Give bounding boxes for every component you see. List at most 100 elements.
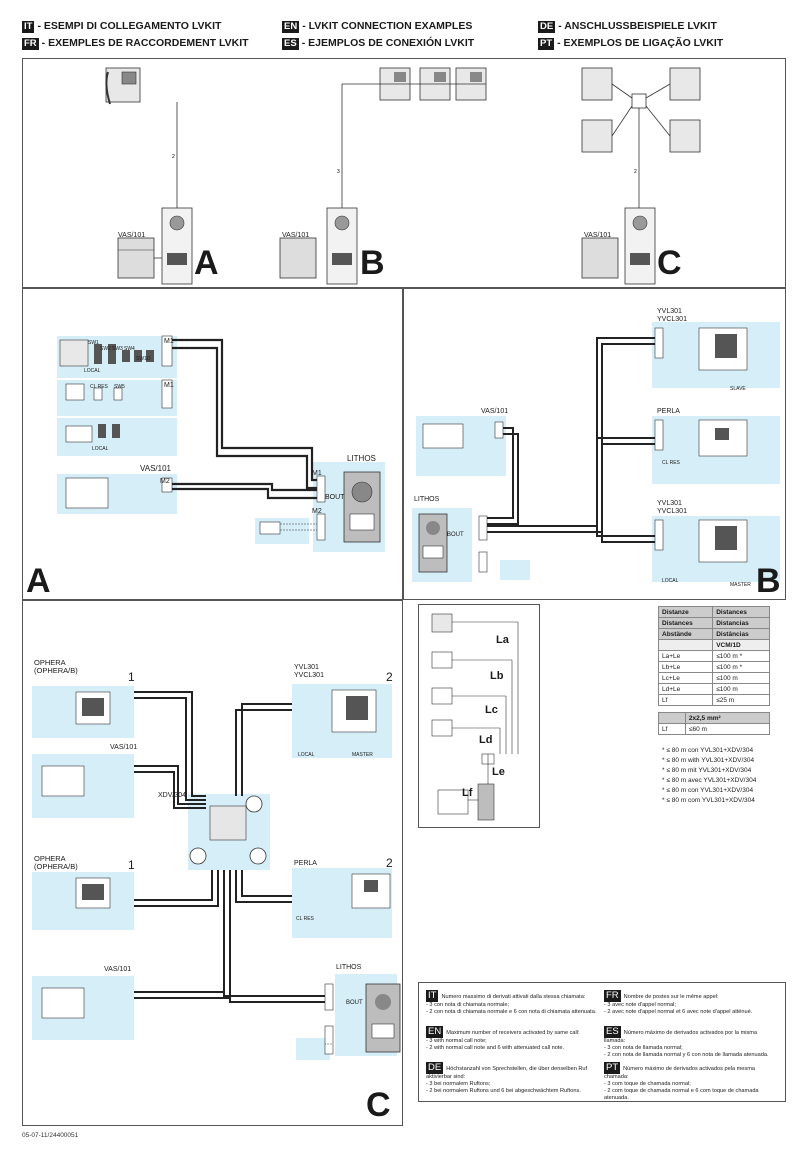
- note-line: - 2 con nota di chiamata normale e 6 con…: [426, 1009, 597, 1015]
- note-line: - 3 com toque de chamada normal;: [604, 1081, 691, 1087]
- table-head: Distancias: [712, 617, 770, 629]
- table-row: La+Le≤100 m *: [657, 650, 770, 662]
- note-line: - 2 con nota de llamada normal y 6 con n…: [604, 1052, 769, 1058]
- note-line: - 2 bei normalem Ruftons und 6 bei abges…: [426, 1088, 581, 1094]
- table-cell: ≤100 m *: [712, 650, 770, 662]
- power-supply-icon: [117, 237, 155, 279]
- top-panel: [22, 58, 786, 288]
- header-title: - EXEMPLOS DE LIGAÇÃO LVKIT: [557, 37, 724, 49]
- header-title: - EJEMPLOS DE CONEXIÓN LVKIT: [301, 37, 475, 49]
- cable-table: 2x2,5 mm² Lf≤60 m: [658, 712, 771, 735]
- table-cell: La+Le: [657, 650, 714, 662]
- yvl-label: YVL301: [657, 308, 682, 315]
- top-diagram: 2 3 2: [105, 67, 701, 285]
- note-line: - 3 with normal call note;: [426, 1038, 487, 1044]
- yvl-label: YVL301: [294, 664, 319, 671]
- cl-res-label: CL RES: [662, 460, 680, 466]
- distance-label: Lb: [490, 670, 504, 682]
- table-cell: ≤60 m: [684, 723, 771, 735]
- table-cell: ≤100 m *: [712, 661, 770, 673]
- bout-label: BOUT: [447, 532, 464, 538]
- distance-label: Ld: [479, 734, 493, 746]
- local-label: LOCAL: [662, 578, 679, 584]
- lock-block: [500, 560, 530, 580]
- footnote: * ≤ 80 m con YVL301+XDV/304: [662, 787, 754, 794]
- note-line: Número máximo de derivados activados por…: [604, 1030, 758, 1044]
- note-line: Número máximo de derivados activados pel…: [604, 1066, 755, 1080]
- panel-b-wiring: [418, 327, 748, 573]
- bout-label: BOUT: [325, 494, 345, 501]
- distance-diagram: [418, 604, 540, 828]
- footnotes: * ≤ 80 m con YVL301+XDV/304 * ≤ 80 m wit…: [662, 746, 756, 806]
- diagram-letter-a: A: [194, 244, 219, 282]
- footnote: * ≤ 80 m con YVL301+XDV/304: [662, 747, 754, 754]
- ophera-label: OPHERA: [34, 658, 66, 667]
- handset-icon: [105, 67, 141, 105]
- note-line: Maximum number of receivers activated by…: [446, 1030, 580, 1036]
- svg-text:3: 3: [337, 169, 340, 175]
- lithos-label: LITHOS: [336, 964, 362, 971]
- vas-label: VAS/101: [104, 966, 132, 973]
- local-label: LOCAL: [298, 752, 315, 758]
- table-cell: Lb+Le: [657, 661, 714, 673]
- vas-label: VAS/101: [282, 232, 310, 239]
- lang-code: DE: [426, 1062, 444, 1074]
- vas-label: VAS/101: [118, 232, 146, 239]
- table-row: Lf≤60 m: [658, 723, 771, 735]
- bout-label: BOUT: [346, 1000, 363, 1006]
- note-line: - 2 com toque de chamada normal e 6 com …: [604, 1088, 759, 1101]
- lang-code: PT: [538, 37, 555, 50]
- slave-label: SLAVE: [730, 386, 746, 392]
- receiver-number: 1: [128, 858, 135, 872]
- receiver-number: 2: [386, 856, 393, 870]
- header-title: - ESEMPI DI COLLEGAMENTO LVKIT: [37, 20, 222, 32]
- header-title: - LVKIT CONNECTION EXAMPLES: [302, 20, 473, 32]
- yvl-label: YVL301: [657, 500, 682, 507]
- table-row: Lc+Le≤100 m: [657, 672, 770, 684]
- table-row: Lb+Le≤100 m *: [657, 661, 770, 673]
- diagram-letter-c: C: [657, 244, 682, 282]
- panel-a-wiring: [59, 335, 381, 543]
- table-head: Distances: [657, 617, 714, 629]
- vas-label: VAS/101: [140, 464, 171, 473]
- table-row: Lf≤25 m: [657, 694, 770, 706]
- header-col-2: EN- LVKIT CONNECTION EXAMPLES ES- EJEMPL…: [282, 18, 474, 52]
- lithos-label: LITHOS: [414, 496, 440, 503]
- notes-panel: [418, 982, 786, 1102]
- m1-label: M1: [312, 470, 322, 477]
- door-panel-icon: [161, 207, 193, 285]
- diagram-letter-c: C: [366, 1086, 391, 1124]
- master-label: MASTER: [352, 752, 373, 758]
- document-code: 05-07-11/24400051: [22, 1132, 79, 1139]
- lang-code: IT: [426, 990, 439, 1002]
- m2-label: M2: [160, 478, 170, 485]
- receiver-number: 1: [128, 670, 135, 684]
- table-cell: Lf: [657, 694, 714, 706]
- table-cell: Lf: [658, 723, 686, 735]
- perla-label: PERLA: [657, 408, 680, 415]
- xdv-label: XDV/304: [158, 792, 187, 799]
- table-row: Ld+Le≤100 m: [657, 683, 770, 695]
- distance-label: La: [496, 634, 509, 646]
- sw-label: SW2: [100, 346, 111, 352]
- distance-label: Lf: [462, 787, 473, 799]
- note-line: - 3 con nota di chiamata normale;: [426, 1002, 510, 1008]
- note-line: - 2 with normal call note and 6 with att…: [426, 1045, 565, 1051]
- header-title: - ANSCHLUSSBEISPIELE LVKIT: [558, 20, 717, 32]
- footnote: * ≤ 80 m com YVL301+XDV/304: [662, 797, 755, 804]
- panel-c: [22, 600, 403, 1126]
- footnote: * ≤ 80 m mit YVL301+XDV/304: [662, 767, 752, 774]
- table-head: Distâncias: [712, 628, 770, 640]
- lang-code: EN: [282, 20, 300, 33]
- svg-text:2: 2: [172, 154, 175, 160]
- note-line: Höchstanzahl von Sprechstellen, die über…: [426, 1066, 588, 1080]
- ophera-label: OPHERA: [34, 854, 66, 863]
- panel-a: [22, 288, 403, 600]
- distance-lines: [431, 613, 519, 821]
